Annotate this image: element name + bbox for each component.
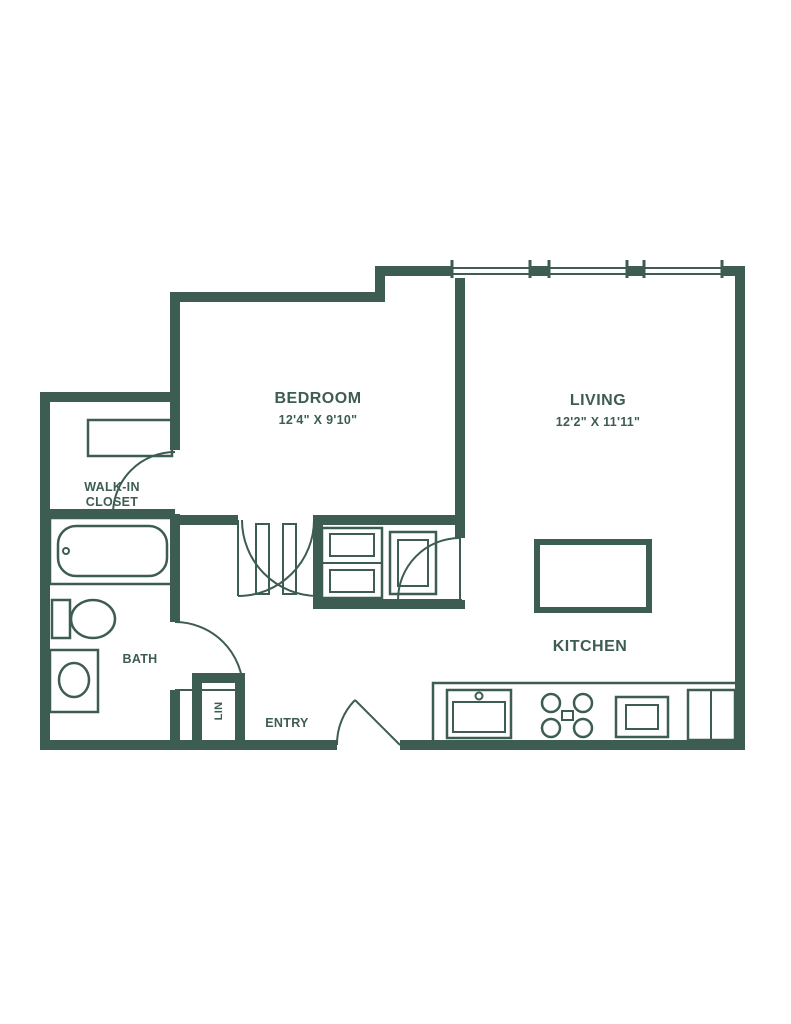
door-leaf <box>255 523 270 595</box>
bedroom-dimensions: 12'4" X 9'10" <box>279 413 358 427</box>
door-arc-bedroom <box>237 519 319 597</box>
refrigerator <box>686 688 737 742</box>
kitchen-island <box>534 539 652 613</box>
window <box>450 260 532 278</box>
door-arc-hall <box>397 537 461 601</box>
washer-dryer <box>320 526 384 600</box>
exterior-wall-bottom-left <box>40 392 337 750</box>
kitchen-sink <box>445 688 513 740</box>
door-arc-closet <box>112 451 176 515</box>
closet-shelf <box>86 418 174 458</box>
toilet <box>50 598 117 640</box>
linen-closet-label: LIN <box>213 702 225 721</box>
water-heater <box>388 530 438 596</box>
oven <box>614 695 670 739</box>
entry-label: ENTRY <box>265 716 309 730</box>
window <box>642 260 724 278</box>
walk-in-closet-label-line1: WALK-IN <box>84 480 140 494</box>
bath-fixtures <box>48 418 177 714</box>
labels: BEDROOM 12'4" X 9'10" LIVING 12'2" X 11'… <box>84 390 640 730</box>
bedroom-label: BEDROOM <box>274 390 361 407</box>
exterior-walls <box>40 266 745 750</box>
kitchen-label: KITCHEN <box>553 638 628 655</box>
utility-fixtures <box>320 526 438 600</box>
door-leaf <box>282 523 297 595</box>
window <box>547 260 629 278</box>
walk-in-closet-label-line2: CLOSET <box>86 495 139 509</box>
kitchen-fixtures <box>431 539 737 742</box>
bath-label: BATH <box>123 652 158 666</box>
living-label: LIVING <box>570 392 626 409</box>
kitchen-counter <box>431 681 735 740</box>
door-arc-bath <box>174 621 244 691</box>
vanity-sink <box>48 648 100 714</box>
door-arc-entry <box>335 699 401 746</box>
stove <box>540 692 594 739</box>
living-dimensions: 12'2" X 11'11" <box>556 415 641 429</box>
bathtub <box>48 516 177 586</box>
doors <box>112 451 461 746</box>
windows <box>450 260 724 278</box>
